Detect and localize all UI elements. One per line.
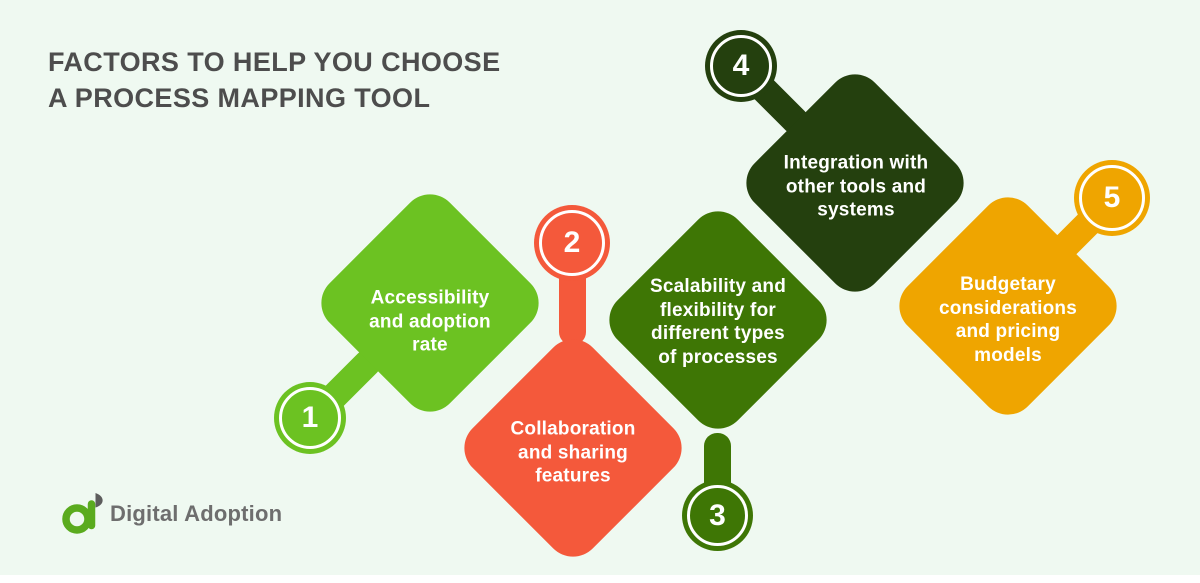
badge-ring-2	[539, 210, 605, 276]
piece-label-5: Budgetary considerations and pricing mod…	[939, 273, 1077, 366]
piece-label-3: Scalability and flexibility for differen…	[649, 275, 787, 368]
badge-ring-4	[710, 35, 772, 97]
page-title: FACTORS TO HELP YOU CHOOSE A PROCESS MAP…	[48, 47, 501, 113]
step-number-5: 5	[1103, 181, 1121, 214]
step-number-badge-3: 3	[682, 480, 753, 551]
badge-ring-3	[687, 485, 748, 546]
badge-ring-5	[1079, 165, 1145, 231]
brand-logo: Digital Adoption	[62, 492, 282, 536]
piece-label-4: Integration with other tools and systems	[783, 152, 929, 221]
badge-ring-1	[279, 387, 341, 449]
step-number-badge-5: 5	[1074, 160, 1150, 236]
piece-label-1: Accessibility and adoption rate	[369, 287, 491, 356]
step-number-4: 4	[732, 49, 750, 82]
bottom-margin-bar	[0, 575, 1200, 583]
brand-name: Digital Adoption	[110, 501, 283, 526]
step-number-badge-2: 2	[534, 205, 610, 281]
step-number-badge-4: 4	[705, 30, 777, 102]
step-number-3: 3	[709, 498, 726, 532]
piece-label-2: Collaboration and sharing features	[510, 418, 636, 487]
step-number-badge-1: 1	[274, 382, 346, 454]
step-number-1: 1	[301, 401, 319, 434]
step-number-2: 2	[563, 226, 581, 259]
digital-adoption-logo-icon	[62, 493, 103, 534]
